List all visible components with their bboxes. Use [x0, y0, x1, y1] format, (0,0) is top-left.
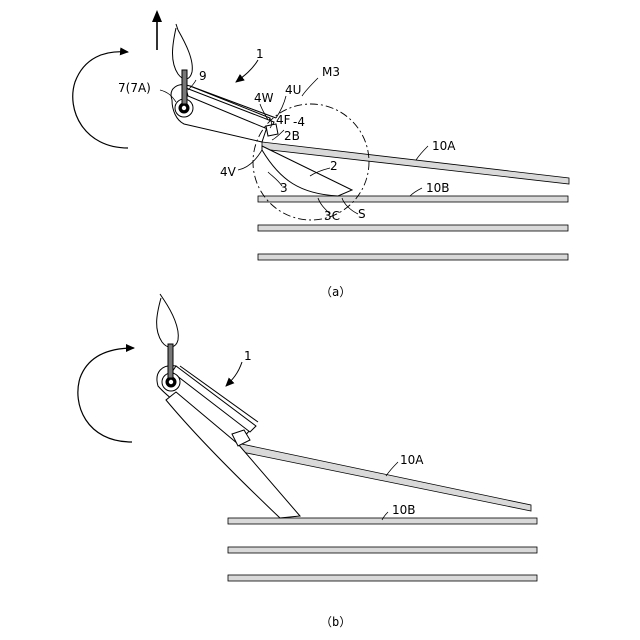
label-4f: 4F — [276, 113, 291, 127]
label-10b: 10B — [392, 503, 416, 517]
label-4u: 4U — [285, 83, 301, 97]
figure-a: 1 M3 7(7A) 9 4W 4U 4F -4 2B 4V 2 3 3C S … — [73, 10, 569, 299]
rotation-arrow-icon — [78, 348, 134, 442]
rotation-arrow-icon — [73, 52, 128, 148]
wire-hanger — [157, 294, 179, 347]
caption-a: （a） — [320, 285, 351, 299]
sheet-10b — [258, 196, 568, 202]
label-4v: 4V — [220, 165, 237, 179]
device-pointer-icon — [236, 60, 258, 82]
label-device: 1 — [244, 349, 252, 363]
gripper-device — [171, 70, 352, 196]
sheet-stack-1 — [258, 225, 568, 231]
label-axis: 7(7A) — [118, 81, 151, 95]
figure-b: 1 10A 10B （b） — [78, 294, 537, 629]
label-2: 2 — [330, 159, 338, 173]
label-3: 3 — [280, 181, 288, 195]
caption-b: （b） — [320, 615, 351, 629]
sheet-stack-2 — [258, 254, 568, 260]
label-10b: 10B — [426, 181, 450, 195]
device-pointer-icon — [226, 362, 242, 386]
label-4w: 4W — [254, 91, 274, 105]
label-nine: 9 — [199, 69, 207, 83]
gripper-device — [157, 344, 300, 518]
label-3c: 3C — [324, 209, 340, 223]
label-s: S — [358, 207, 366, 221]
lift-arrow-icon — [152, 10, 162, 50]
label-device: 1 — [256, 47, 264, 61]
label-4: -4 — [293, 115, 305, 129]
label-m3: M3 — [322, 65, 340, 79]
label-10a: 10A — [400, 453, 424, 467]
label-2b: 2B — [284, 129, 300, 143]
sheet-stack-2 — [228, 575, 537, 581]
label-10a: 10A — [432, 139, 456, 153]
sheet-stack-1 — [228, 547, 537, 553]
